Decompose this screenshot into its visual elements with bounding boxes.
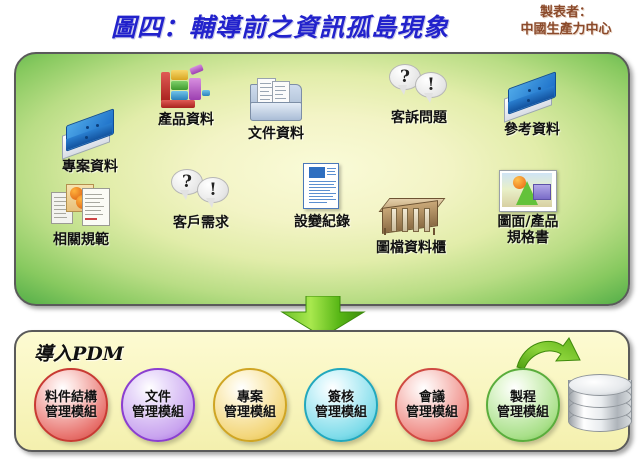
question-exclaim-bubbles-icon: ? ! [387,64,451,108]
pdm-module-meeting[interactable]: 會議管理模組 [395,368,469,442]
credit-block: 製表者： 中國生產力中心 [492,4,640,38]
pdm-module-document[interactable]: 文件管理模組 [121,368,195,442]
pdm-module-bom[interactable]: 料件結構管理模組 [34,368,108,442]
island-item-customer-complaint: ? ! 客訴問題 [387,64,451,126]
island-item-reference-data: 參考資料 [502,71,562,138]
island-item-product-data: 產品資料 [157,62,215,128]
credit-org: 中國生產力中心 [520,22,612,37]
island-label: 參考資料 [504,122,560,138]
information-islands-panel: 專案資料 產品資料 [14,52,630,306]
drawing-picture-icon [499,170,557,212]
blue-binder-icon [60,108,120,160]
island-item-document-data: 文件資料 [248,76,304,142]
database-cylinder-icon [568,372,632,434]
island-item-drawing-product-spec: 圖面/產品 規格書 [478,170,578,246]
island-item-drawing-cabinet: 圖檔資料櫃 [376,194,446,256]
island-label: 文件資料 [248,126,304,142]
colored-blocks-icon [157,62,215,110]
pdm-module-project[interactable]: 專案管理模組 [213,368,287,442]
island-label: 圖檔資料櫃 [376,240,446,256]
island-item-related-standards: 相關規範 [50,182,112,248]
credit-label: 製表者： [539,5,592,20]
blue-binder-icon [502,71,562,123]
file-cabinet-icon [378,194,446,238]
island-label: 客戶需求 [173,215,229,231]
page-title: 圖四：輔導前之資訊孤島現象 [110,13,449,42]
island-label: 圖面/產品 [497,214,559,230]
pdm-module-process[interactable]: 製程管理模組 [486,368,560,442]
island-label: 專案資料 [62,159,118,175]
island-item-change-record: 設變紀錄 [294,162,350,230]
pdm-module-label: 製程管理模組 [496,390,549,420]
pdm-title: 導入PDM [34,343,124,365]
pdm-module-label: 專案管理模組 [223,390,276,420]
green-curved-arrow-icon [514,334,584,372]
island-label: 設變紀錄 [294,214,350,230]
pdm-module-label: 料件結構管理模組 [44,390,97,420]
island-label: 相關規範 [53,232,109,248]
pdm-module-label: 文件管理模組 [131,390,184,420]
folder-documents-icon [248,76,304,124]
pdm-panel: 導入PDM 料件結構管理模組 文件管理模組 專案管理模組 [14,330,632,452]
pdm-module-label: 會議管理模組 [405,390,458,420]
blue-lined-document-icon [300,162,344,212]
island-item-customer-requirement: ? ! 客戶需求 [169,169,233,231]
pdm-module-label: 簽核管理模組 [314,390,367,420]
standards-documents-icon [50,182,112,230]
green-down-arrow-icon [276,295,370,338]
pdm-module-approval[interactable]: 簽核管理模組 [304,368,378,442]
island-label: 客訴問題 [391,110,447,126]
island-label-line2: 規格書 [507,230,549,246]
question-exclaim-bubbles-icon: ? ! [169,169,233,213]
island-item-project-data: 專案資料 [60,108,120,175]
island-label: 產品資料 [158,112,214,128]
